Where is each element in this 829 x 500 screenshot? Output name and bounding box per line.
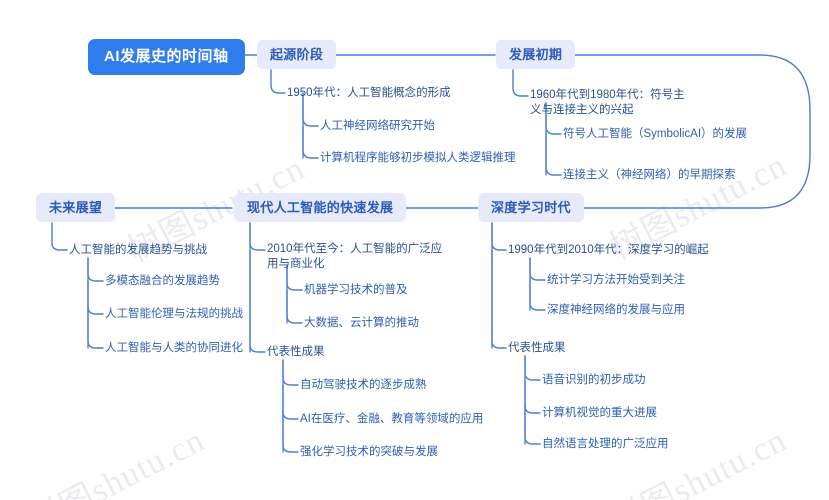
branch-label[interactable]: 1960年代到1980年代：符号主义与连接主义的兴起	[530, 89, 685, 117]
branch-label[interactable]: 2010年代至今：人工智能的广泛应用与商业化	[267, 243, 443, 271]
root-node[interactable]: AI发展史的时间轴	[88, 39, 245, 76]
leaf-label[interactable]: 计算机视觉的重大进展	[542, 407, 657, 419]
leaf-label[interactable]: 大数据、云计算的推动	[304, 317, 419, 329]
leaf-label[interactable]: 人工智能伦理与法规的挑战	[105, 308, 243, 320]
leaf-label[interactable]: 多模态融合的发展趋势	[105, 275, 220, 287]
stage-node-deep[interactable]: 深度学习时代	[478, 193, 584, 223]
leaf-label[interactable]: 人工智能与人类的协同进化	[105, 342, 243, 354]
branch-label[interactable]: 人工智能的发展趋势与挑战	[69, 244, 207, 256]
leaf-label[interactable]: 符号人工智能（SymbolicAI）的发展	[563, 128, 748, 140]
stage-node-early[interactable]: 发展初期	[496, 40, 576, 70]
leaf-label[interactable]: 计算机程序能够初步模拟人类逻辑推理	[320, 152, 516, 164]
leaf-label[interactable]: 深度神经网络的发展与应用	[547, 304, 685, 316]
leaf-label[interactable]: 自动驾驶技术的逐步成熟	[300, 379, 427, 391]
leaf-label[interactable]: 连接主义（神经网络）的早期探索	[563, 169, 736, 181]
watermark: 树图shutu.cn	[604, 421, 793, 500]
branch-label[interactable]: 1990年代到2010年代：深度学习的崛起	[508, 244, 709, 256]
stage-node-future[interactable]: 未来展望	[36, 193, 116, 223]
leaf-label[interactable]: 统计学习方法开始受到关注	[547, 274, 685, 286]
branch-label[interactable]: 1950年代：人工智能概念的形成	[287, 87, 451, 99]
branch-label[interactable]: 代表性成果	[508, 342, 566, 354]
branch-label[interactable]: 代表性成果	[267, 346, 325, 358]
stage-node-modern[interactable]: 现代人工智能的快速发展	[234, 193, 407, 223]
leaf-label[interactable]: AI在医疗、金融、教育等领域的应用	[300, 413, 484, 425]
stage-node-origin[interactable]: 起源阶段	[257, 40, 337, 70]
leaf-label[interactable]: 语音识别的初步成功	[542, 374, 646, 386]
leaf-label[interactable]: 机器学习技术的普及	[304, 284, 408, 296]
leaf-label[interactable]: 人工神经网络研究开始	[320, 120, 435, 132]
watermark: 树图shutu.cn	[22, 421, 211, 500]
leaf-label[interactable]: 强化学习技术的突破与发展	[300, 446, 438, 458]
leaf-label[interactable]: 自然语言处理的广泛应用	[542, 438, 669, 450]
